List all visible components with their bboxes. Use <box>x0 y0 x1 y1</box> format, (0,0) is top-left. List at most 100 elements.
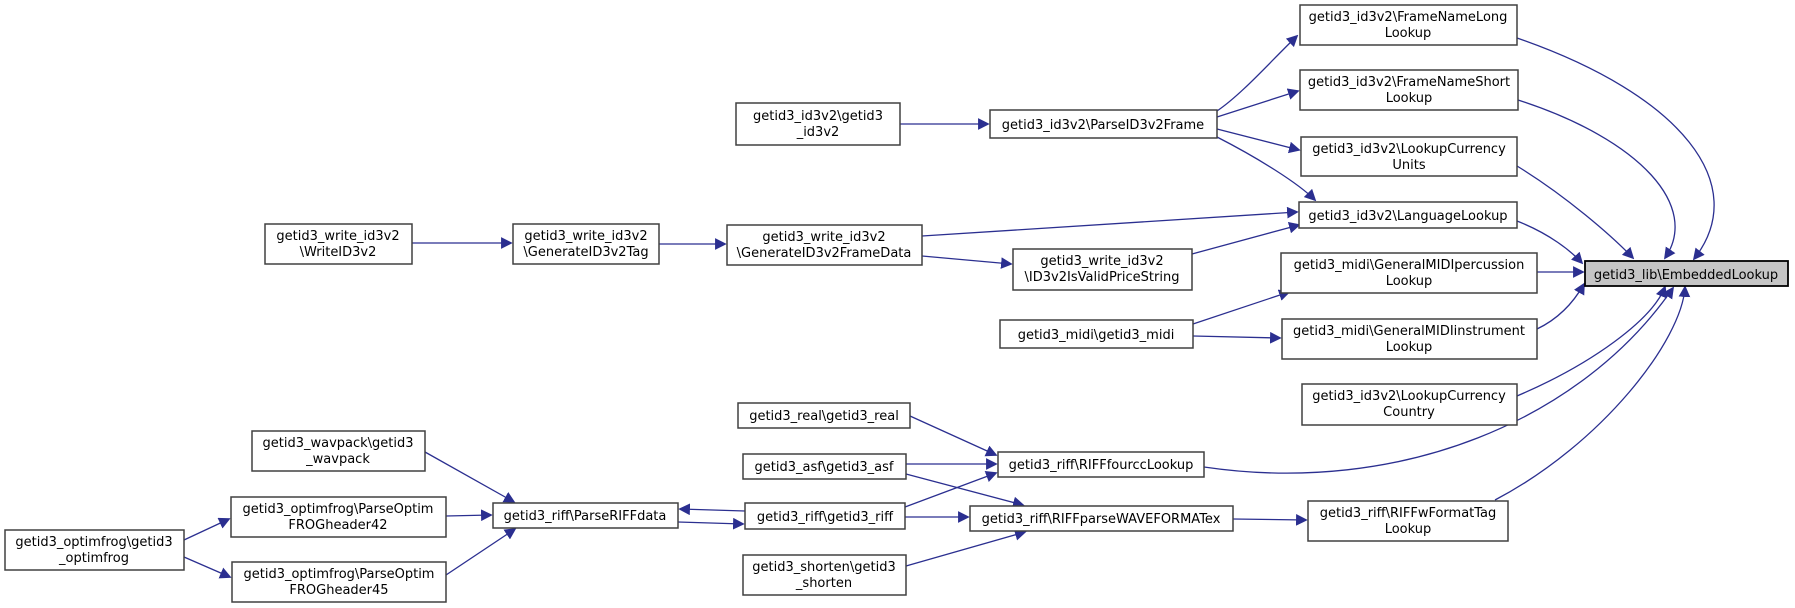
node-riffparsewaveformatex[interactable]: getid3_riff\RIFFparseWAVEFORMATex <box>969 505 1234 532</box>
node-generalmidiinstrument-lookup[interactable]: getid3_midi\GeneralMIDIinstrument Lookup <box>1281 318 1538 360</box>
svg-text:getid3_write_id3v2: getid3_write_id3v2 <box>762 230 885 245</box>
node-getid3-id3v2[interactable]: getid3_id3v2\getid3 _id3v2 <box>735 102 901 146</box>
svg-text:Lookup: Lookup <box>1386 274 1433 289</box>
svg-text:getid3_asf\getid3_asf: getid3_asf\getid3_asf <box>755 460 894 475</box>
edge-frogheader42-to-parseriffdata <box>445 509 493 522</box>
edge-layer <box>183 34 1715 579</box>
edge-lookupcurrencycountry-to-embeddedlookup <box>1516 285 1667 397</box>
svg-text:getid3_id3v2\LanguageLookup: getid3_id3v2\LanguageLookup <box>1308 209 1507 224</box>
svg-text:getid3_id3v2\getid3: getid3_id3v2\getid3 <box>753 109 883 124</box>
edge-parseframe-to-languagelookup <box>1216 136 1317 202</box>
svg-text:Lookup: Lookup <box>1386 340 1433 355</box>
svg-text:\GenerateID3v2Tag: \GenerateID3v2Tag <box>523 245 648 260</box>
svg-text:getid3_riff\RIFFfourccLookup: getid3_riff\RIFFfourccLookup <box>1009 458 1194 473</box>
svg-text:_optimfrog: _optimfrog <box>58 551 129 566</box>
svg-text:FROGheader45: FROGheader45 <box>289 583 388 598</box>
edge-fourcclookup-to-embeddedlookup <box>1203 286 1674 474</box>
edge-parseriffdata-to-riff <box>677 517 745 530</box>
svg-text:getid3_riff\ParseRIFFdata: getid3_riff\ParseRIFFdata <box>504 509 667 524</box>
node-parseoptimfrogheader45[interactable]: getid3_optimfrog\ParseOptim FROGheader45 <box>231 561 447 603</box>
node-generalmidipercussion-lookup[interactable]: getid3_midi\GeneralMIDIpercussion Lookup <box>1280 252 1538 294</box>
edge-frogheader45-to-parseriffdata <box>445 528 517 576</box>
svg-text:\WriteID3v2: \WriteID3v2 <box>300 245 377 260</box>
edge-lookupcurrencyunits-to-embeddedlookup <box>1516 165 1635 260</box>
node-generateid3v2framedata[interactable]: getid3_write_id3v2 \GenerateID3v2FrameDa… <box>726 224 923 266</box>
svg-text:getid3_write_id3v2: getid3_write_id3v2 <box>524 229 647 244</box>
edge-generateframedata-to-languagelookup <box>921 206 1299 237</box>
edge-wformattag-to-embeddedlookup <box>1494 285 1691 501</box>
svg-text:Units: Units <box>1392 158 1425 173</box>
svg-text:getid3_optimfrog\getid3: getid3_optimfrog\getid3 <box>15 535 172 550</box>
node-parseoptimfrogheader42[interactable]: getid3_optimfrog\ParseOptim FROGheader42 <box>230 496 447 538</box>
svg-text:Lookup: Lookup <box>1386 91 1433 106</box>
svg-text:getid3_optimfrog\ParseOptim: getid3_optimfrog\ParseOptim <box>244 567 435 582</box>
edge-asf-to-waveformatex <box>905 473 1025 509</box>
svg-text:getid3_shorten\getid3: getid3_shorten\getid3 <box>752 560 896 575</box>
edge-validpricestring-to-languagelookup <box>1191 221 1301 255</box>
svg-text:getid3_real\getid3_real: getid3_real\getid3_real <box>749 409 899 424</box>
svg-text:getid3_id3v2\LookupCurrency: getid3_id3v2\LookupCurrency <box>1312 142 1506 157</box>
edge-waveformatex-to-wformattag <box>1232 514 1308 526</box>
svg-text:getid3_lib\EmbeddedLookup: getid3_lib\EmbeddedLookup <box>1594 268 1778 283</box>
edge-framenamelong-to-embeddedlookup <box>1516 37 1715 261</box>
node-parseriffdata[interactable]: getid3_riff\ParseRIFFdata <box>492 502 679 529</box>
node-framenamelong-lookup[interactable]: getid3_id3v2\FrameNameLong Lookup <box>1299 4 1518 46</box>
svg-text:\GenerateID3v2FrameData: \GenerateID3v2FrameData <box>737 246 912 261</box>
edge-midi-to-generalmidiinstrument <box>1192 331 1282 344</box>
edge-languagelookup-to-embeddedlookup <box>1516 220 1584 265</box>
svg-text:Lookup: Lookup <box>1385 26 1432 41</box>
svg-text:_wavpack: _wavpack <box>305 452 370 467</box>
node-languagelookup[interactable]: getid3_id3v2\LanguageLookup <box>1298 201 1518 229</box>
svg-text:getid3_midi\GeneralMIDIpercuss: getid3_midi\GeneralMIDIpercussion <box>1294 258 1525 273</box>
node-getid3-midi[interactable]: getid3_midi\getid3_midi <box>999 319 1194 349</box>
svg-text:getid3_id3v2\FrameNameShort: getid3_id3v2\FrameNameShort <box>1308 75 1510 90</box>
svg-text:getid3_riff\getid3_riff: getid3_riff\getid3_riff <box>757 510 894 525</box>
edge-optimfrog-to-frogheader45 <box>183 556 232 579</box>
edge-riff-to-parseriffdata <box>678 503 746 516</box>
node-getid3-riff[interactable]: getid3_riff\getid3_riff <box>744 502 906 530</box>
svg-text:Lookup: Lookup <box>1385 522 1432 537</box>
svg-text:getid3_id3v2\FrameNameLong: getid3_id3v2\FrameNameLong <box>1309 10 1508 25</box>
svg-text:_shorten: _shorten <box>795 576 852 591</box>
node-embeddedlookup-target[interactable]: getid3_lib\EmbeddedLookup <box>1584 260 1789 287</box>
node-writeid3v2[interactable]: getid3_write_id3v2 \WriteID3v2 <box>264 223 413 265</box>
node-getid3-real[interactable]: getid3_real\getid3_real <box>737 402 911 429</box>
node-generateid3v2tag[interactable]: getid3_write_id3v2 \GenerateID3v2Tag <box>512 223 660 265</box>
node-riffwformattag-lookup[interactable]: getid3_riff\RIFFwFormatTag Lookup <box>1307 500 1509 542</box>
svg-text:getid3_wavpack\getid3: getid3_wavpack\getid3 <box>262 436 413 451</box>
svg-text:getid3_write_id3v2: getid3_write_id3v2 <box>276 229 399 244</box>
edge-instrument-to-embeddedlookup <box>1536 282 1585 330</box>
node-lookupcurrency-country[interactable]: getid3_id3v2\LookupCurrency Country <box>1301 383 1518 426</box>
svg-text:getid3_id3v2\ParseID3v2Frame: getid3_id3v2\ParseID3v2Frame <box>1002 118 1204 133</box>
edge-riff-to-fourcclookup <box>904 471 998 508</box>
edge-wavpack-to-parseriffdata <box>424 451 516 503</box>
node-getid3-optimfrog[interactable]: getid3_optimfrog\getid3 _optimfrog <box>4 529 185 571</box>
svg-text:getid3_write_id3v2: getid3_write_id3v2 <box>1040 254 1163 269</box>
node-rifffourcclookup[interactable]: getid3_riff\RIFFfourccLookup <box>997 451 1205 478</box>
svg-text:FROGheader42: FROGheader42 <box>288 518 387 533</box>
node-getid3-wavpack[interactable]: getid3_wavpack\getid3 _wavpack <box>251 430 426 472</box>
svg-text:getid3_midi\getid3_midi: getid3_midi\getid3_midi <box>1018 328 1175 343</box>
svg-text:getid3_id3v2\LookupCurrency: getid3_id3v2\LookupCurrency <box>1312 389 1506 404</box>
edge-midi-to-generalmidipercussion <box>1192 289 1291 325</box>
node-id3v2isvalidpricestring[interactable]: getid3_write_id3v2 \ID3v2IsValidPriceStr… <box>1012 248 1193 291</box>
svg-text:getid3_midi\GeneralMIDIinstrum: getid3_midi\GeneralMIDIinstrument <box>1293 324 1525 339</box>
edge-generateframedata-to-validpricestring <box>921 255 1013 269</box>
edge-shorten-to-waveformatex <box>905 529 1027 567</box>
edge-optimfrog-to-frogheader42 <box>183 517 231 541</box>
edge-real-to-fourcclookup <box>909 415 998 457</box>
node-lookupcurrency-units[interactable]: getid3_id3v2\LookupCurrency Units <box>1300 136 1518 177</box>
svg-text:getid3_riff\RIFFparseWAVEFORMA: getid3_riff\RIFFparseWAVEFORMATex <box>982 512 1221 527</box>
svg-text:\ID3v2IsValidPriceString: \ID3v2IsValidPriceString <box>1025 270 1180 285</box>
node-getid3-asf[interactable]: getid3_asf\getid3_asf <box>742 453 907 480</box>
svg-text:Country: Country <box>1383 405 1435 420</box>
node-getid3-shorten[interactable]: getid3_shorten\getid3 _shorten <box>742 554 907 596</box>
svg-text:getid3_riff\RIFFwFormatTag: getid3_riff\RIFFwFormatTag <box>1320 506 1497 521</box>
edge-framenameshort-to-embeddedlookup <box>1517 99 1676 260</box>
svg-text:_id3v2: _id3v2 <box>796 125 840 140</box>
edge-parseframe-to-framenameshort <box>1216 88 1300 118</box>
node-parseid3v2frame[interactable]: getid3_id3v2\ParseID3v2Frame <box>989 109 1218 139</box>
edge-parseframe-to-lookupcurrencyunits <box>1216 128 1301 154</box>
node-framenameshort-lookup[interactable]: getid3_id3v2\FrameNameShort Lookup <box>1299 69 1519 111</box>
